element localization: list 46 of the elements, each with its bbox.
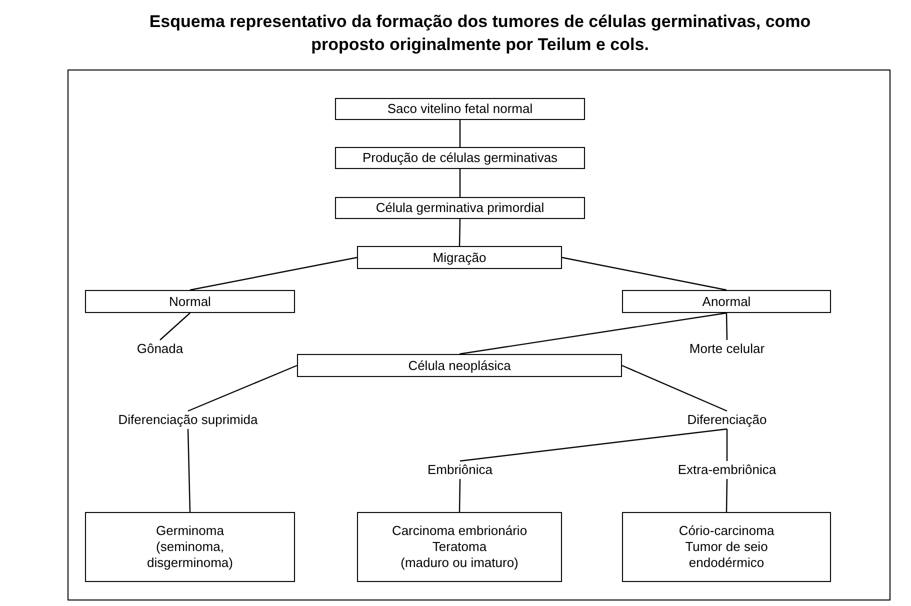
box-text: Célula neoplásica	[408, 358, 511, 374]
box-text: Carcinoma embrionário	[392, 523, 528, 539]
node-label: Extra-embriônica	[667, 461, 787, 479]
box-text: Produção de células germinativas	[362, 150, 558, 166]
process-box	[357, 512, 562, 582]
node-label: Embriônica	[420, 461, 500, 479]
node-label: Morte celular	[672, 340, 782, 358]
connector-line	[726, 479, 728, 512]
box-text: (seminoma, disgerminoma)	[146, 539, 234, 571]
connector-line	[458, 218, 461, 246]
box-text: Célula germinativa primordial	[376, 200, 544, 216]
process-box	[85, 512, 295, 582]
connector-line	[458, 479, 461, 512]
process-box	[622, 290, 831, 313]
process-box	[335, 197, 585, 219]
connector-line	[622, 364, 728, 412]
process-box	[85, 290, 295, 313]
box-text: Tumor de seio endodérmico	[684, 539, 769, 571]
box-text: Anormal	[702, 294, 751, 310]
connector-line	[160, 312, 190, 340]
connector-line	[460, 428, 728, 462]
process-box	[297, 354, 622, 377]
process-box	[335, 98, 585, 120]
connector-line	[562, 256, 727, 291]
box-text: (maduro ou imaturo)	[400, 555, 518, 571]
process-box	[622, 512, 831, 582]
connector-line	[190, 256, 358, 291]
connector-line	[187, 428, 191, 512]
diagram-title: Esquema representativo da formação dos tumores de células germinativas, como proposto originalmente por Teilum e cols.	[148, 11, 812, 56]
box-text: Cório-carcinoma	[678, 523, 774, 539]
box-text: Normal	[169, 294, 211, 310]
node-label: Diferenciação suprimida	[103, 411, 273, 429]
connector-line	[459, 312, 727, 355]
box-text: Teratoma	[432, 539, 487, 555]
process-box	[335, 147, 585, 169]
node-label: Diferenciação	[672, 411, 782, 429]
connector-line	[459, 120, 461, 147]
node-label: Gônada	[120, 340, 200, 358]
connector-line	[459, 169, 461, 197]
box-text: Saco vitelino fetal normal	[387, 101, 533, 117]
process-box	[357, 246, 562, 269]
box-text: Germinoma	[156, 523, 224, 539]
connector-line	[188, 364, 298, 412]
connector-line	[726, 312, 728, 340]
box-text: Migração	[432, 250, 486, 266]
connector-line	[726, 429, 728, 461]
